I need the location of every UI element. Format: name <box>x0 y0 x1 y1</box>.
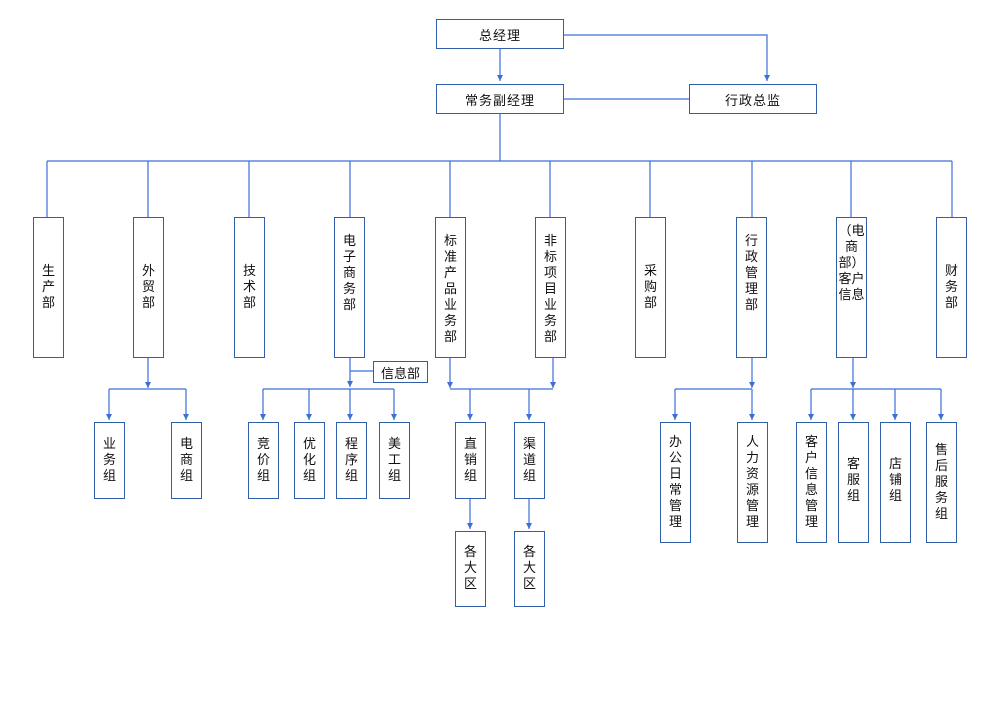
node-region-direct: 各大区 <box>455 531 486 607</box>
node-foreign-trade: 外贸部 <box>133 217 164 358</box>
node-standard-business: 标准产品业务部 <box>435 217 466 358</box>
node-general-manager: 总经理 <box>436 19 564 49</box>
node-customer-info: （电商部）客户信息 <box>836 217 867 358</box>
node-admin-management: 行政管理部 <box>736 217 767 358</box>
node-purchase: 采购部 <box>635 217 666 358</box>
node-finance: 财务部 <box>936 217 967 358</box>
node-production: 生产部 <box>33 217 64 358</box>
node-shop-group: 店铺组 <box>880 422 911 543</box>
node-art-group: 美工组 <box>379 422 410 499</box>
node-tech: 技术部 <box>234 217 265 358</box>
node-customer-service-group: 客服组 <box>838 422 869 543</box>
node-direct-sales-group: 直销组 <box>455 422 486 499</box>
node-channel-group: 渠道组 <box>514 422 545 499</box>
node-bidding-group: 竞价组 <box>248 422 279 499</box>
node-business-group: 业务组 <box>94 422 125 499</box>
node-region-channel: 各大区 <box>514 531 545 607</box>
node-info-dept: 信息部 <box>373 361 428 383</box>
node-hr-management: 人力资源管理 <box>737 422 768 543</box>
node-program-group: 程序组 <box>336 422 367 499</box>
node-deputy-manager: 常务副经理 <box>436 84 564 114</box>
node-after-sales-group: 售后服务组 <box>926 422 957 543</box>
node-ecommerce: 电子商务部 <box>334 217 365 358</box>
node-nonstandard-business: 非标项目业务部 <box>535 217 566 358</box>
node-office-daily-management: 办公日常管理 <box>660 422 691 543</box>
node-customer-info-management: 客户信息管理 <box>796 422 827 543</box>
node-ecommerce-group: 电商组 <box>171 422 202 499</box>
node-admin-director: 行政总监 <box>689 84 817 114</box>
node-optimization-group: 优化组 <box>294 422 325 499</box>
